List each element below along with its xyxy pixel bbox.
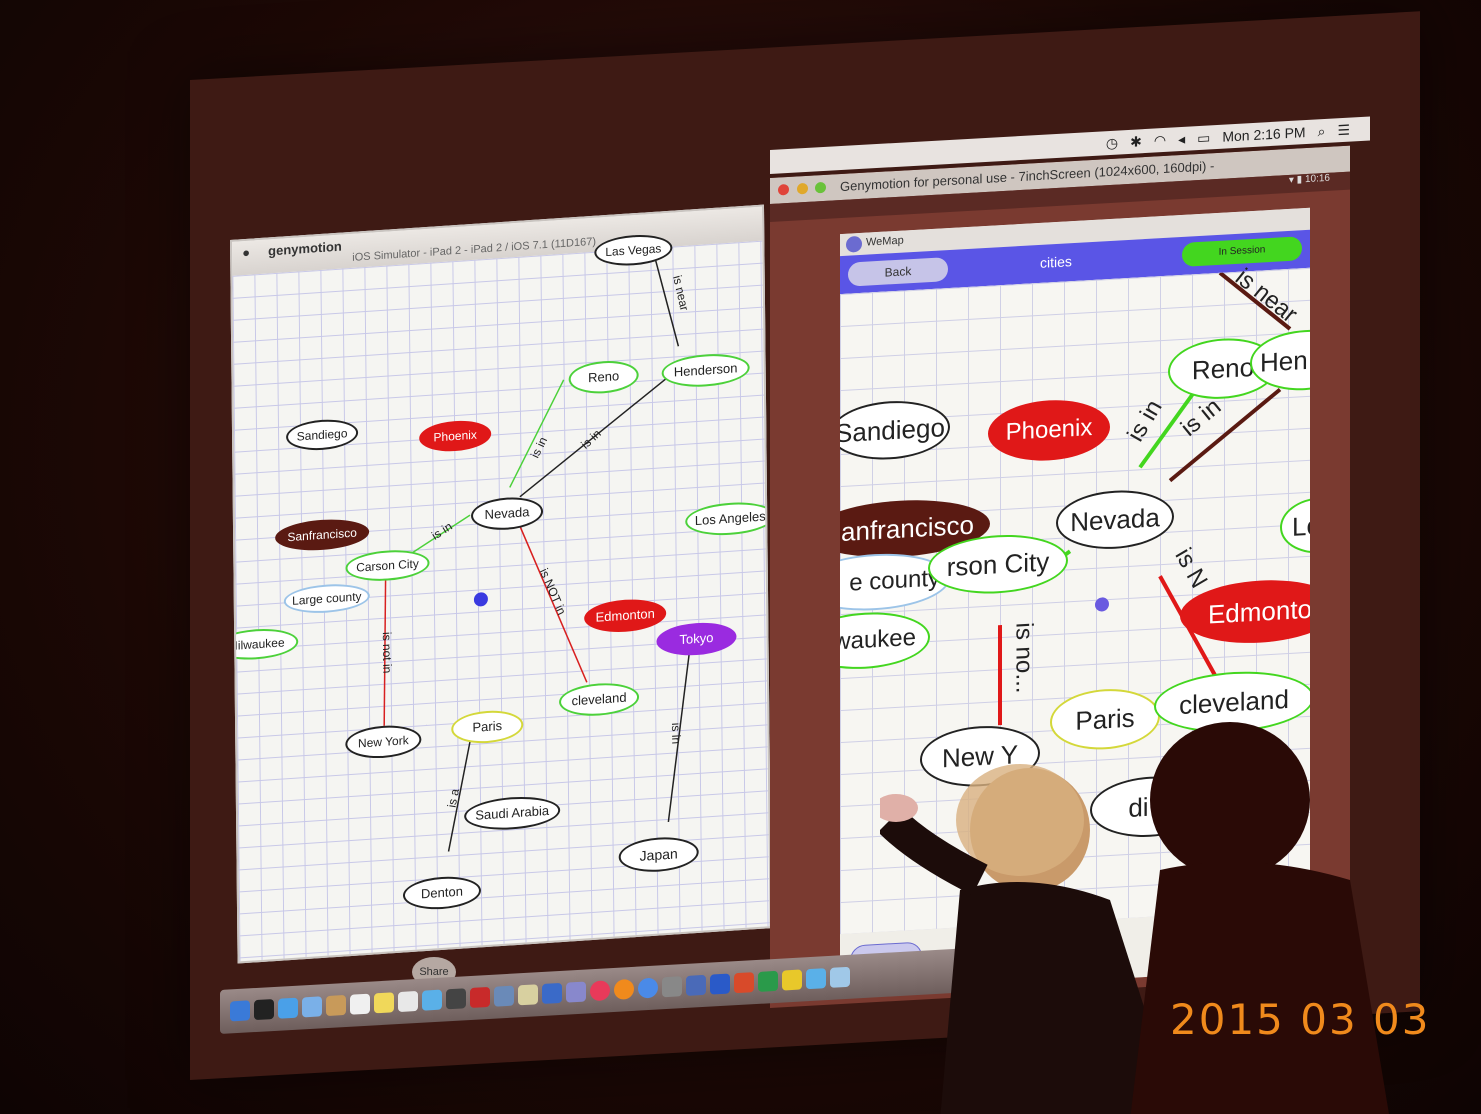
app-icon[interactable] xyxy=(686,974,706,996)
screen-title: cities xyxy=(1040,253,1072,271)
edge-label: is in xyxy=(669,722,684,745)
date-stamp: 2015 03 03 xyxy=(1170,995,1431,1044)
ios-simulator-window: ● genymotion iOS Simulator - iPad 2 - iP… xyxy=(230,204,772,964)
app-icon[interactable] xyxy=(566,981,586,1003)
safari-icon[interactable] xyxy=(278,997,298,1019)
edge-label: is not in xyxy=(379,631,395,674)
wifi-icon[interactable]: ◠ xyxy=(1153,131,1167,149)
finder-icon[interactable] xyxy=(230,1000,250,1022)
edge-label: is no... xyxy=(1010,621,1038,694)
itunes-icon[interactable] xyxy=(590,980,610,1002)
graph-edges xyxy=(383,247,693,852)
apple-icon[interactable]: ● xyxy=(242,244,251,261)
dashboard-icon[interactable] xyxy=(254,998,274,1021)
volume-icon[interactable]: ◂ xyxy=(1178,130,1186,147)
status-time: 10:16 xyxy=(1304,172,1330,186)
battery-icon[interactable]: ▭ xyxy=(1197,128,1211,146)
zoom-window-icon[interactable] xyxy=(815,181,827,194)
facetime-icon[interactable] xyxy=(446,988,466,1010)
photo-booth-icon[interactable] xyxy=(470,986,490,1009)
mail-icon[interactable] xyxy=(302,996,322,1018)
window-controls xyxy=(778,181,830,199)
app-icon[interactable] xyxy=(542,982,562,1004)
wemap-logo-icon xyxy=(846,235,862,253)
app-icon[interactable] xyxy=(518,984,538,1006)
contacts-icon[interactable] xyxy=(326,994,346,1017)
minimize-window-icon[interactable] xyxy=(796,182,808,195)
app-icon[interactable] xyxy=(782,969,802,991)
app-name: WeMap xyxy=(866,234,904,249)
back-button[interactable]: Back xyxy=(848,257,948,287)
presenter-silhouette xyxy=(880,764,1179,1114)
system-preferences-icon[interactable] xyxy=(662,976,682,998)
wifi-signal-icon: ▾ xyxy=(1288,174,1294,186)
powerpoint-icon[interactable] xyxy=(734,972,754,994)
presenter-shadow xyxy=(1130,722,1389,1114)
graph-canvas[interactable]: Las Vegas Reno Henderson Sandiego Phoeni… xyxy=(230,232,772,962)
reminders-icon[interactable] xyxy=(398,990,418,1013)
messages-icon[interactable] xyxy=(422,989,442,1011)
ibooks-icon[interactable] xyxy=(614,978,634,1000)
bluetooth-icon[interactable]: ✱ xyxy=(1130,132,1142,150)
menu-list-icon[interactable]: ☰ xyxy=(1337,121,1350,138)
app-store-icon[interactable] xyxy=(638,977,658,999)
wemap-app: WeMap Back cities In Session Sandiego xyxy=(840,207,1310,995)
map-canvas[interactable]: Sandiego Phoenix Reno Hen anfrancisco Ne… xyxy=(840,263,1310,935)
app-icon[interactable] xyxy=(806,968,826,990)
app-menu-name[interactable]: genymotion xyxy=(268,238,342,259)
word-icon[interactable] xyxy=(710,973,730,995)
app-icon[interactable] xyxy=(494,985,514,1007)
in-session-button[interactable]: In Session xyxy=(1182,236,1302,267)
close-window-icon[interactable] xyxy=(778,183,789,196)
app-icon[interactable] xyxy=(830,966,850,988)
menu-clock[interactable]: Mon 2:16 PM xyxy=(1222,124,1306,145)
battery-status-icon: ▮ xyxy=(1296,174,1303,186)
time-machine-icon[interactable]: ◷ xyxy=(1105,134,1119,151)
search-icon[interactable]: ⌕ xyxy=(1317,122,1326,139)
genymotion-window: Genymotion for personal use - 7inchScree… xyxy=(770,145,1350,1008)
excel-icon[interactable] xyxy=(758,970,778,992)
notes-icon[interactable] xyxy=(374,992,394,1014)
calendar-icon[interactable] xyxy=(350,993,370,1015)
